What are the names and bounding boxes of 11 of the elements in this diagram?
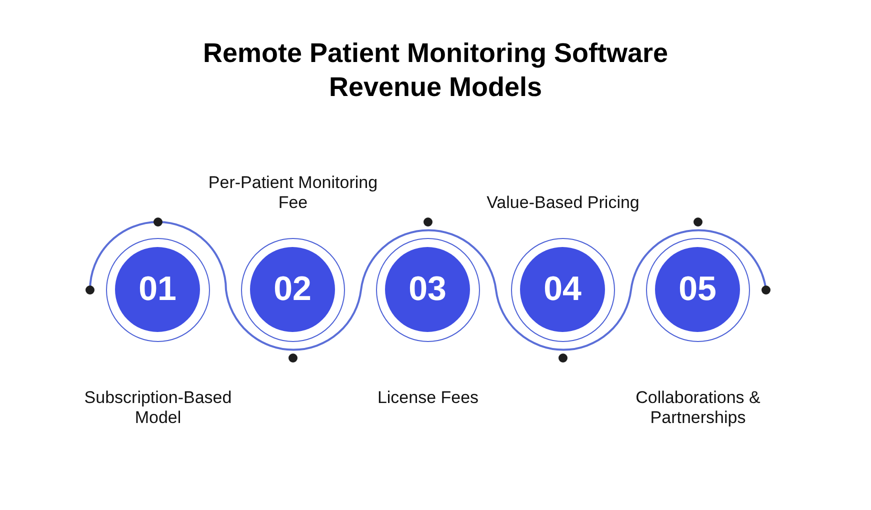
step-label: Collaborations & Partnerships <box>634 388 762 428</box>
step-number: 05 <box>655 247 740 332</box>
step-label: Value-Based Pricing <box>486 193 640 213</box>
step-number: 02 <box>250 247 335 332</box>
step-number: 04 <box>520 247 605 332</box>
title: Remote Patient Monitoring Software Revenue Models <box>202 37 670 104</box>
step-label: License Fees <box>376 388 480 408</box>
step-label: Per-Patient Monitoring Fee <box>207 173 379 213</box>
step-number: 01 <box>115 247 200 332</box>
step-number: 03 <box>385 247 470 332</box>
step-label: Subscription-Based Model <box>83 388 233 428</box>
